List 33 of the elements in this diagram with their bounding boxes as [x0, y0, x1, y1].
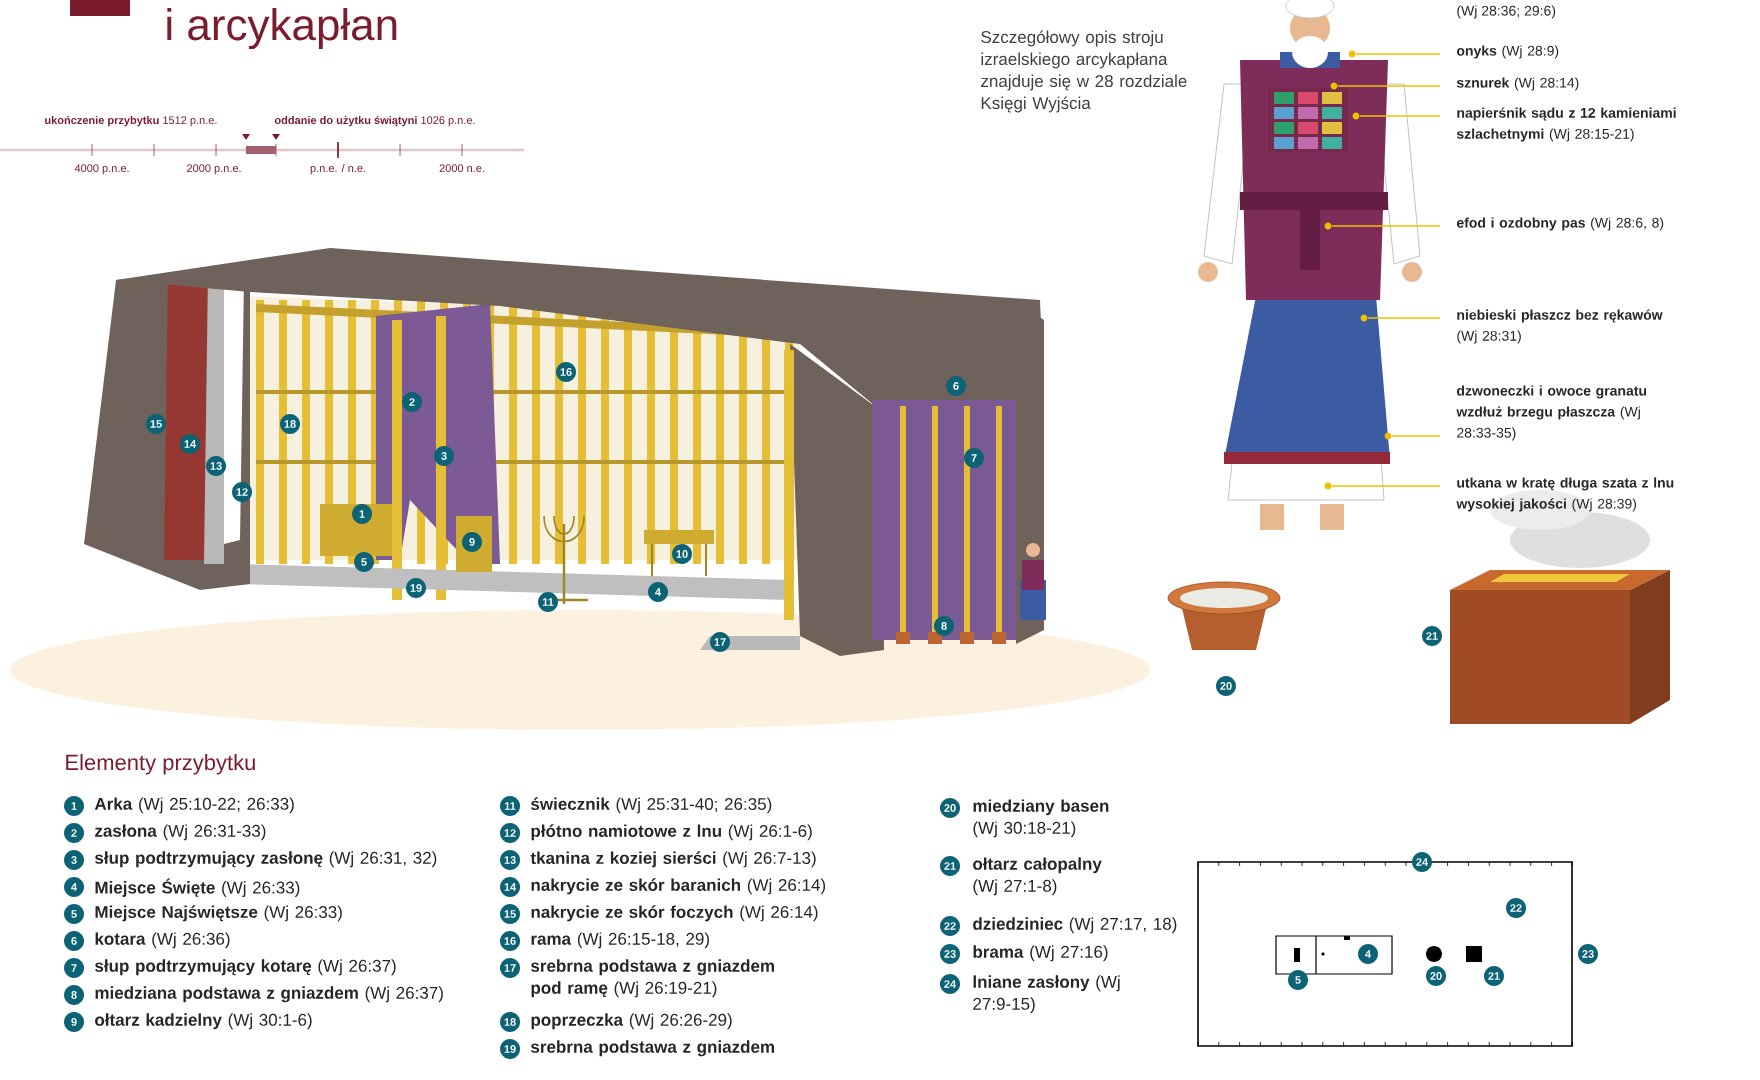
list-item: zasłona (Wj 26:31-33) [95, 824, 266, 841]
list-item: nakrycie ze skór foczych (Wj 26:14) [531, 905, 818, 922]
leader-line [1331, 225, 1441, 227]
list-item: ołtarz całopalny (Wj 27:1-8) [973, 857, 1102, 896]
list-item: Miejsce Święte (Wj 26:33) [95, 878, 300, 897]
list-item: słup podtrzymujący zasłonę (Wj 26:31, 32) [95, 851, 437, 868]
leader-line [1337, 85, 1441, 87]
list-item: kotara (Wj 26:36) [95, 932, 230, 949]
list-item: świecznik (Wj 25:31-40; 26:35) [531, 797, 772, 814]
leader-line [1331, 485, 1441, 487]
list-item: tkanina z koziej sierści (Wj 26:7-13) [530, 851, 816, 868]
list-item: srebrna podstawa z gniazdem [531, 1040, 774, 1057]
leader-line [1367, 317, 1441, 319]
title: i arcykapłan [167, 8, 397, 50]
list-item: Arka (Wj 25:10-22; 26:33) [94, 797, 294, 814]
list-item: miedziany basen (Wj 30:18-21) [973, 799, 1109, 838]
leader-line [1359, 115, 1441, 117]
list-item: poprzeczka (Wj 26:26-29) [531, 1013, 732, 1030]
list-item: ołtarz kadzielny (Wj 30:1-6) [95, 1013, 312, 1030]
section-heading: Elementy przybytku [66, 754, 255, 775]
list-item: srebrna podstawa z gniazdem pod ramę (Wj 26:19-21) [531, 959, 774, 998]
leader-line [1391, 435, 1441, 437]
intro-text: Szczegółowy opis stroju izraelskiego arcykapłana znajduje się w 28 rozdziale Księgi Wyjścia [981, 30, 1187, 113]
list-item: dziedziniec (Wj 27:17, 18) [973, 917, 1177, 934]
list-item: płótno namiotowe z lnu (Wj 26:1-6) [531, 824, 812, 841]
list-item: lniane zasłony (Wj 27:9-15) [973, 975, 1120, 1014]
list-item: nakrycie ze skór baranich (Wj 26:14) [531, 878, 826, 895]
list-item: miedziana podstawa z gniazdem (Wj 26:37) [95, 986, 443, 1003]
list-item: słup podtrzymujący kotarę (Wj 26:37) [95, 959, 396, 976]
leader-line [1355, 53, 1441, 55]
list-item: rama (Wj 26:15-18, 29) [531, 932, 709, 949]
list-item: brama (Wj 27:16) [973, 945, 1108, 962]
list-item: Miejsce Najświętsze (Wj 26:33) [95, 905, 342, 922]
